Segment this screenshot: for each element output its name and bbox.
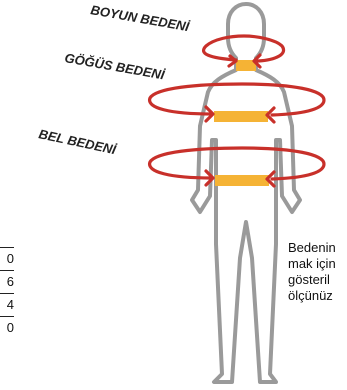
size-table-cell: 0: [0, 316, 14, 339]
instruction-line: ölçünüz: [288, 288, 347, 304]
waist-label: BEL BEDENİ: [37, 126, 118, 157]
chest-label: GÖĞÜS BEDENİ: [63, 50, 167, 83]
size-table-cell: 6: [0, 270, 14, 293]
size-table: 0 6 4 0: [0, 247, 14, 339]
instruction-line: gösteril: [288, 272, 347, 288]
instruction-line: mak için: [288, 256, 347, 272]
size-table-cell: 4: [0, 293, 14, 316]
chest-band: [214, 111, 268, 122]
waist-band: [215, 175, 269, 186]
neck-label: BOYUN BEDENİ: [89, 2, 191, 34]
measurement-instructions: Bedenin mak için gösteril ölçünüz: [288, 240, 347, 304]
instruction-line: Bedenin: [288, 240, 347, 256]
size-table-cell: 0: [0, 247, 14, 270]
